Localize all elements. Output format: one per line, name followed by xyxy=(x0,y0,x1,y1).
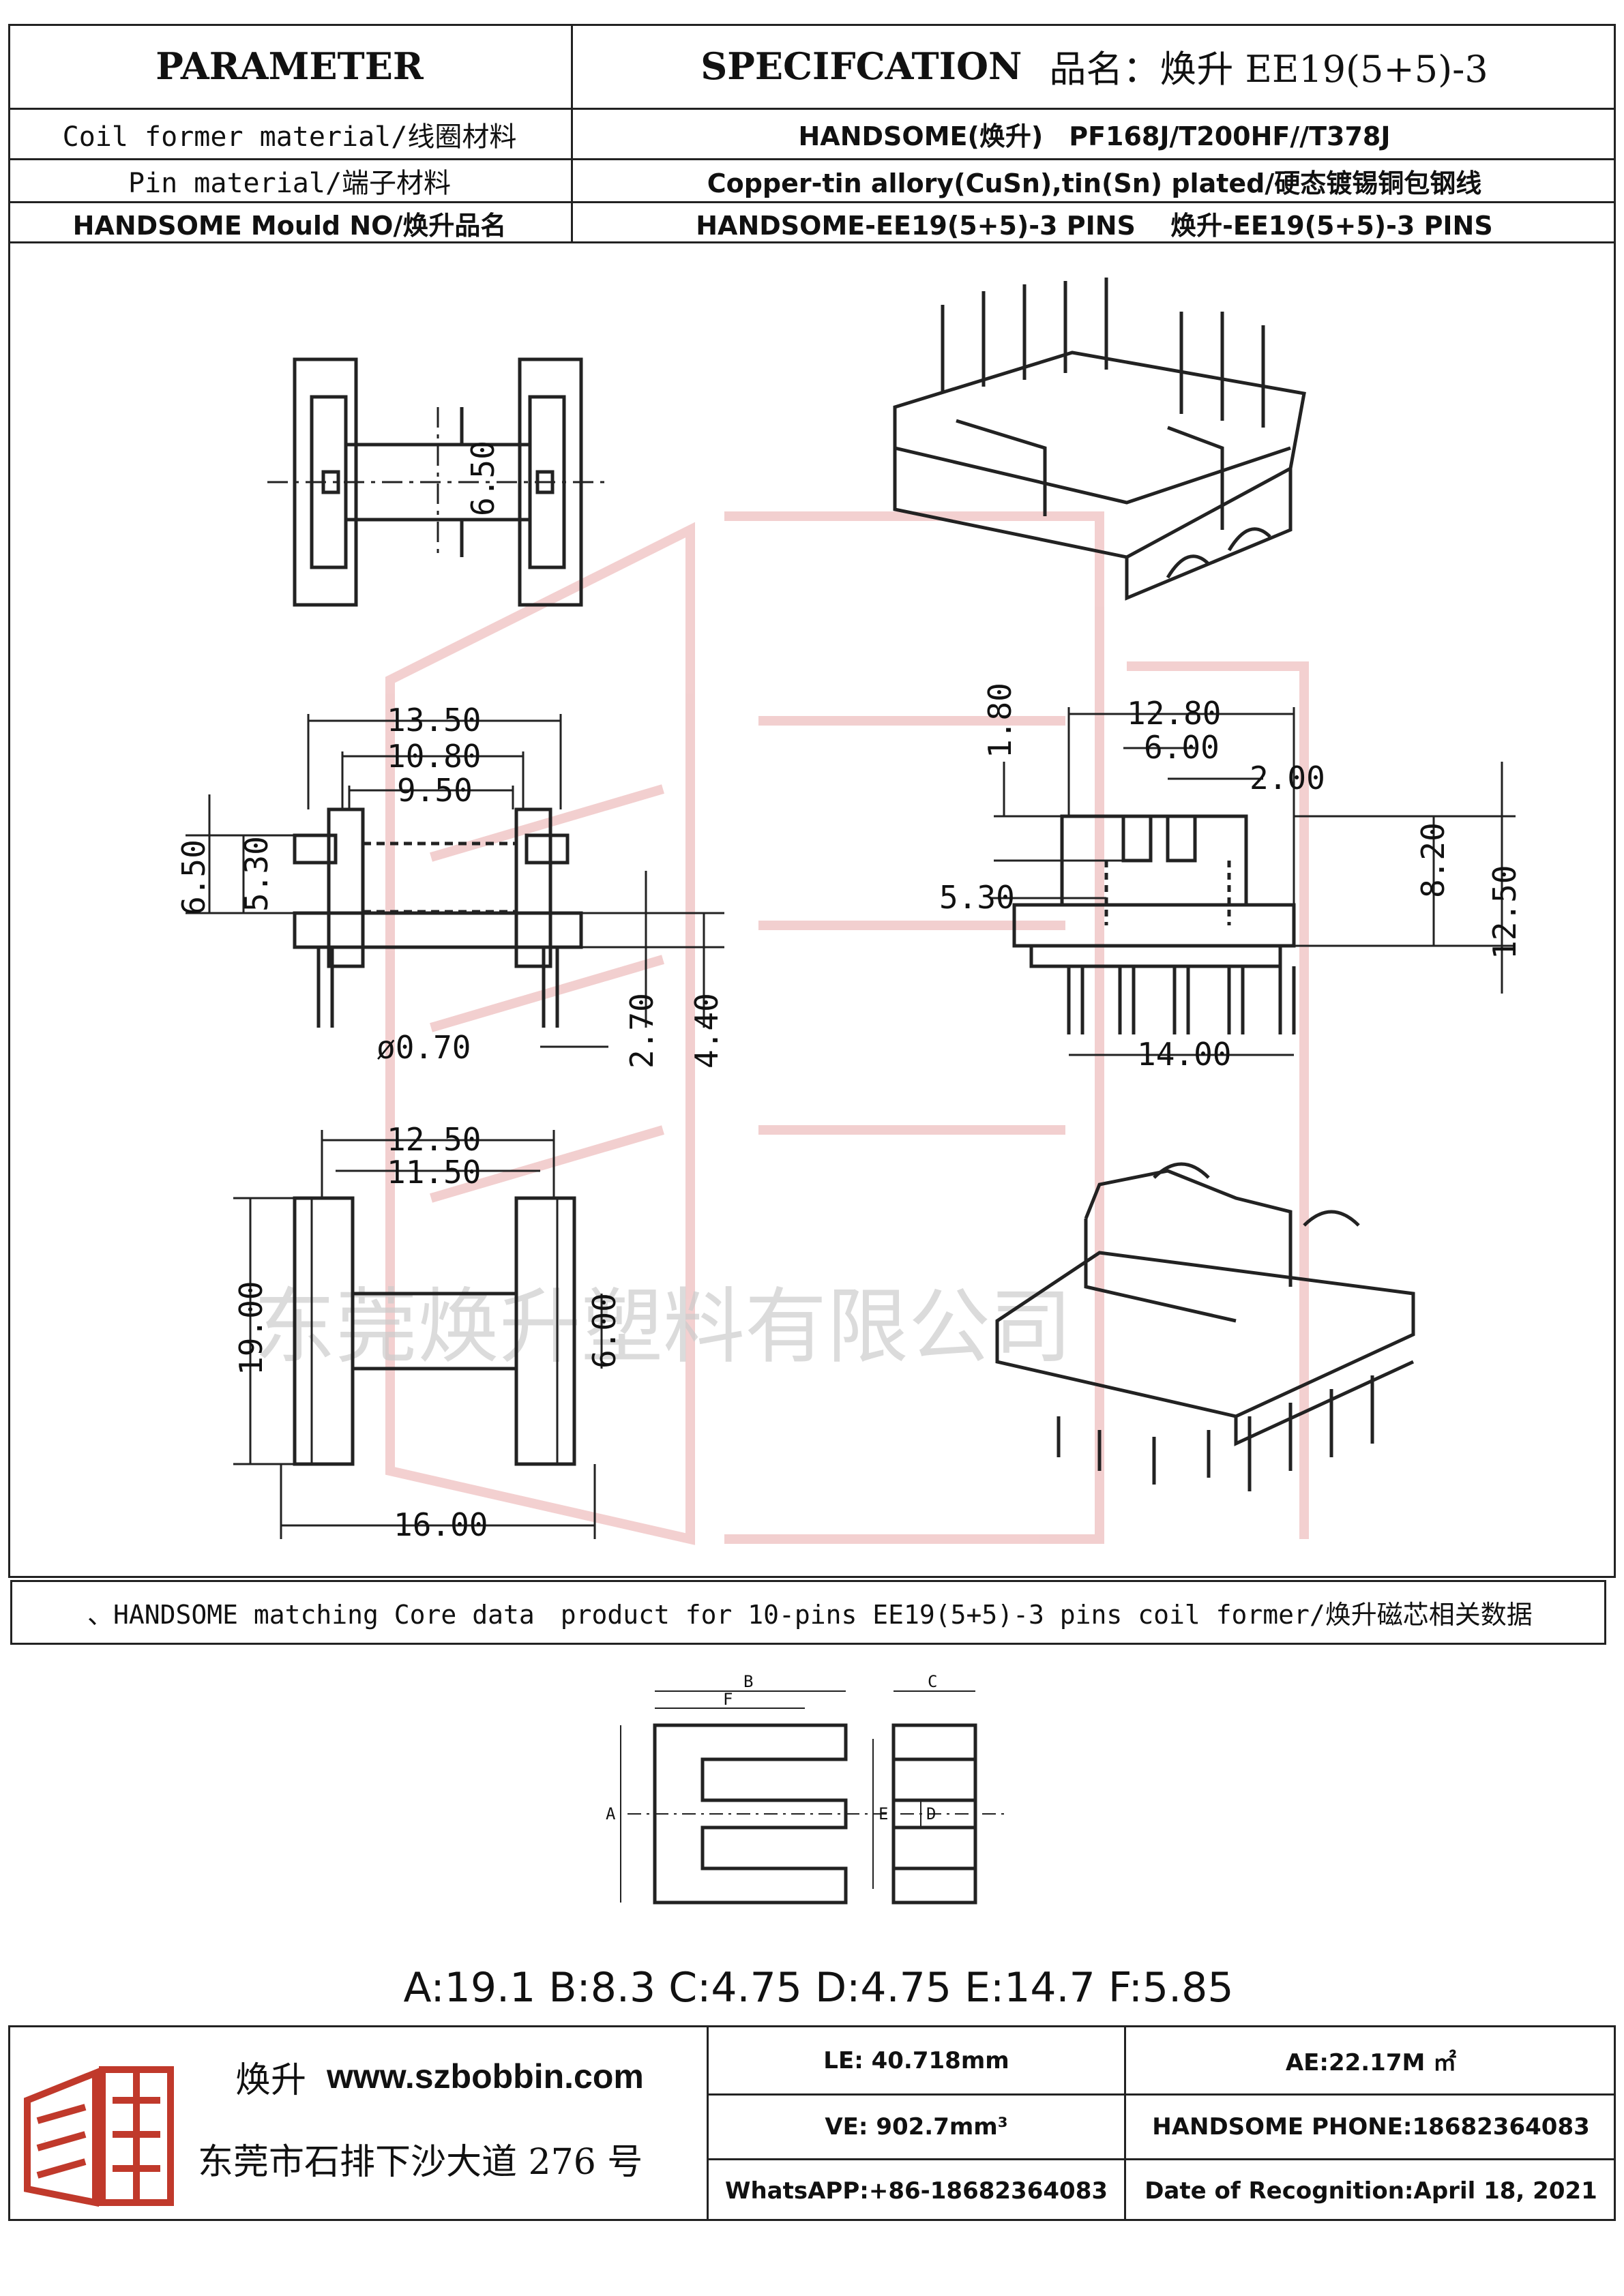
drawing-panel xyxy=(8,241,1616,1578)
core-label-f: F xyxy=(723,1690,733,1709)
watermark-logo-shape xyxy=(385,511,1309,1545)
footer-whatsapp[interactable]: WhatsAPP:+86-18682364083 xyxy=(724,2177,1108,2205)
dim-pin-total: 4.40 xyxy=(688,993,725,1069)
footer-divider-h1 xyxy=(707,2093,1616,2096)
parameter-header: PARAMETER xyxy=(156,44,424,88)
footer-le: LE: 40.718mm xyxy=(823,2046,1009,2074)
product-name: 焕升 EE19(5+5)-3 xyxy=(1160,48,1488,91)
isometric-view-bottom xyxy=(995,1162,1415,1491)
dim-top-gap: 6.50 xyxy=(464,441,501,516)
spec-table-divider-1 xyxy=(8,108,1616,110)
footer-divider-v2 xyxy=(1124,2025,1126,2221)
dim-b-gap: 6.00 xyxy=(586,1293,623,1369)
core-label-b: B xyxy=(743,1672,753,1691)
dim-h1: 6.50 xyxy=(175,839,212,915)
dim-b-w1: 12.50 xyxy=(387,1121,481,1158)
core-label-a: A xyxy=(606,1804,616,1823)
row-value-coil-material: HANDSOME(焕升) PF168J/T200HF//T378J xyxy=(798,121,1391,151)
specification-label: SPECIFCATION xyxy=(700,44,1022,88)
row-label-coil-material: Coil former material/线圈材料 xyxy=(62,121,517,153)
footer-divider-v1 xyxy=(707,2025,709,2221)
footer-brand: 焕升 xyxy=(235,2059,307,2101)
core-label-e: E xyxy=(879,1804,888,1823)
spec-table xyxy=(8,24,1616,243)
core-diagram: B F A E D C xyxy=(606,1672,1009,1905)
dim-pin-len: 2.70 xyxy=(623,993,660,1069)
watermark-text: 东莞焕升塑料有限公司 xyxy=(254,1280,1072,1375)
footer-ae: AE:22.17M ㎡ xyxy=(1285,2049,1457,2076)
footer-table xyxy=(8,2025,1616,2221)
spec-table-divider-v xyxy=(571,24,573,243)
dim-r-inner: 5.30 xyxy=(939,879,1015,916)
top-view xyxy=(267,357,608,607)
front-view xyxy=(186,714,724,1048)
core-label-d: D xyxy=(926,1804,936,1823)
core-label-c: C xyxy=(928,1672,937,1691)
bottom-view xyxy=(233,1130,603,1539)
spec-table-divider-3 xyxy=(8,201,1616,203)
dim-r-slot-h: 1.80 xyxy=(981,683,1018,758)
dim-r-pitch: 14.00 xyxy=(1137,1036,1231,1073)
technical-drawing: 东莞焕升塑料有限公司 xyxy=(175,278,1523,1545)
product-name-label: 品名：焕升 EE19(5+5)-3 xyxy=(1049,48,1488,91)
footer-divider-h2 xyxy=(707,2158,1616,2160)
footer-date: Date of Recognition:April 18, 2021 xyxy=(1145,2177,1597,2205)
row-label-pin-material: Pin material/端子材料 xyxy=(128,168,452,199)
side-view xyxy=(990,707,1516,1056)
dim-b-w2: 11.50 xyxy=(387,1154,481,1191)
row-value-mould-no: HANDSOME-EE19(5+5)-3 PINS 焕升-EE19(5+5)-3… xyxy=(696,211,1493,241)
footer-url[interactable]: www.szbobbin.com xyxy=(327,2057,644,2096)
dim-r-w1: 12.80 xyxy=(1127,695,1221,732)
dim-r-w2: 6.00 xyxy=(1144,729,1220,766)
footer-address: 东莞市石排下沙大道 276 号 xyxy=(198,2141,643,2183)
isometric-view-top xyxy=(893,278,1306,601)
specification-header: SPECIFCATION 品名：焕升 EE19(5+5)-3 xyxy=(573,24,1616,108)
dim-w1: 13.50 xyxy=(387,702,481,739)
dim-r-slot: 2.00 xyxy=(1250,760,1325,796)
dim-b-len: 19.00 xyxy=(233,1281,269,1375)
core-data-title: 、HANDSOME matching Core data product for… xyxy=(10,1580,1606,1645)
company-logo: 焕升 xyxy=(24,2066,174,2207)
footer-brand-line: 焕升 www.szbobbin.com xyxy=(235,2049,699,2104)
dim-w3: 9.50 xyxy=(397,772,473,809)
dim-r-h2: 12.50 xyxy=(1486,865,1523,959)
footer-phone[interactable]: HANDSOME PHONE:18682364083 xyxy=(1152,2113,1590,2141)
logo-text: 焕升 xyxy=(44,2140,46,2142)
footer-ve: VE: 902.7mm³ xyxy=(825,2113,1008,2141)
dim-pin-dia: ø0.70 xyxy=(377,1029,471,1066)
dim-h2: 5.30 xyxy=(238,836,275,912)
row-value-pin-material: Copper-tin allory(CuSn),tin(Sn) plated/硬… xyxy=(707,168,1482,198)
spec-table-divider-2 xyxy=(8,158,1616,160)
row-label-mould-no: HANDSOME Mould NO/焕升品名 xyxy=(72,211,507,241)
core-values: A:19.1 B:8.3 C:4.75 D:4.75 E:14.7 F:5.85 xyxy=(403,1964,1234,2012)
dim-r-h1: 8.20 xyxy=(1415,822,1451,898)
dim-w2: 10.80 xyxy=(387,738,481,775)
dim-b-total: 16.00 xyxy=(394,1506,488,1543)
